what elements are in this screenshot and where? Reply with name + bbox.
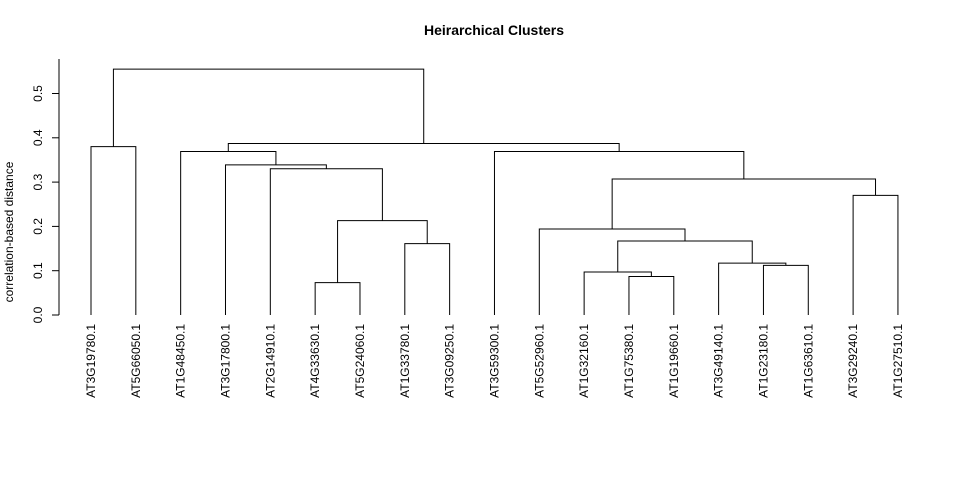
dendrogram-link: [583, 271, 652, 315]
leaf-label: AT3G29240.1: [846, 324, 860, 398]
leaf-label: AT1G75380.1: [622, 324, 636, 398]
y-tick-label: 0.3: [31, 173, 45, 190]
leaf-label: AT3G49140.1: [712, 324, 726, 398]
leaf-label: AT1G32160.1: [577, 324, 591, 398]
dendrogram-link: [493, 151, 745, 315]
y-tick-label: 0.2: [31, 218, 45, 235]
chart-title: Heirarchical Clusters: [424, 22, 564, 38]
leaf-label: AT1G48450.1: [174, 324, 188, 398]
y-axis: 0.0 0.1 0.2 0.3 0.4 0.5: [31, 59, 60, 323]
dendrogram-link: [180, 151, 277, 315]
dendrogram-link: [611, 178, 877, 230]
dendrogram-link: [628, 275, 675, 315]
dendrogram-link: [112, 68, 425, 147]
leaf-label: AT1G27510.1: [891, 324, 905, 398]
y-axis-label: correlation-based distance: [2, 161, 16, 302]
dendrogram-link: [762, 264, 809, 315]
leaf-label: AT3G17800.1: [218, 324, 232, 398]
y-tick-label: 0.0: [31, 306, 45, 323]
leaf-label: AT2G14910.1: [263, 324, 277, 398]
leaf-label: AT5G66050.1: [129, 324, 143, 398]
leaf-label: AT1G33780.1: [398, 324, 412, 398]
y-tick-label: 0.5: [31, 85, 45, 102]
y-tick-label: 0.1: [31, 262, 45, 279]
leaf-label: AT3G19780.1: [84, 324, 98, 398]
leaf-label: AT5G52960.1: [532, 324, 546, 398]
leaf-labels: AT3G19780.1 AT5G66050.1 AT1G48450.1 AT3G178…: [84, 324, 905, 398]
dendrogram-link: [617, 240, 753, 273]
dendrogram-link: [337, 220, 428, 283]
dendrogram-link: [314, 282, 361, 315]
dendrogram-link: [227, 143, 620, 152]
leaf-label: AT4G33630.1: [308, 324, 322, 398]
leaf-label: AT1G19660.1: [667, 324, 681, 398]
dendrogram-link: [224, 164, 327, 315]
leaf-label: AT1G23180.1: [756, 324, 770, 398]
dendrogram-link: [90, 146, 137, 315]
dendrogram-link: [269, 168, 383, 315]
dendrogram-links: [90, 68, 899, 315]
leaf-label: AT1G63610.1: [801, 324, 815, 398]
dendrogram-link: [718, 262, 787, 315]
leaf-label: AT3G59300.1: [487, 324, 501, 398]
leaf-label: AT3G09250.1: [443, 324, 457, 398]
leaf-label: AT5G24060.1: [353, 324, 367, 398]
dendrogram-link: [404, 243, 451, 315]
y-tick-label: 0.4: [31, 129, 45, 146]
dendrogram-link: [852, 194, 899, 315]
